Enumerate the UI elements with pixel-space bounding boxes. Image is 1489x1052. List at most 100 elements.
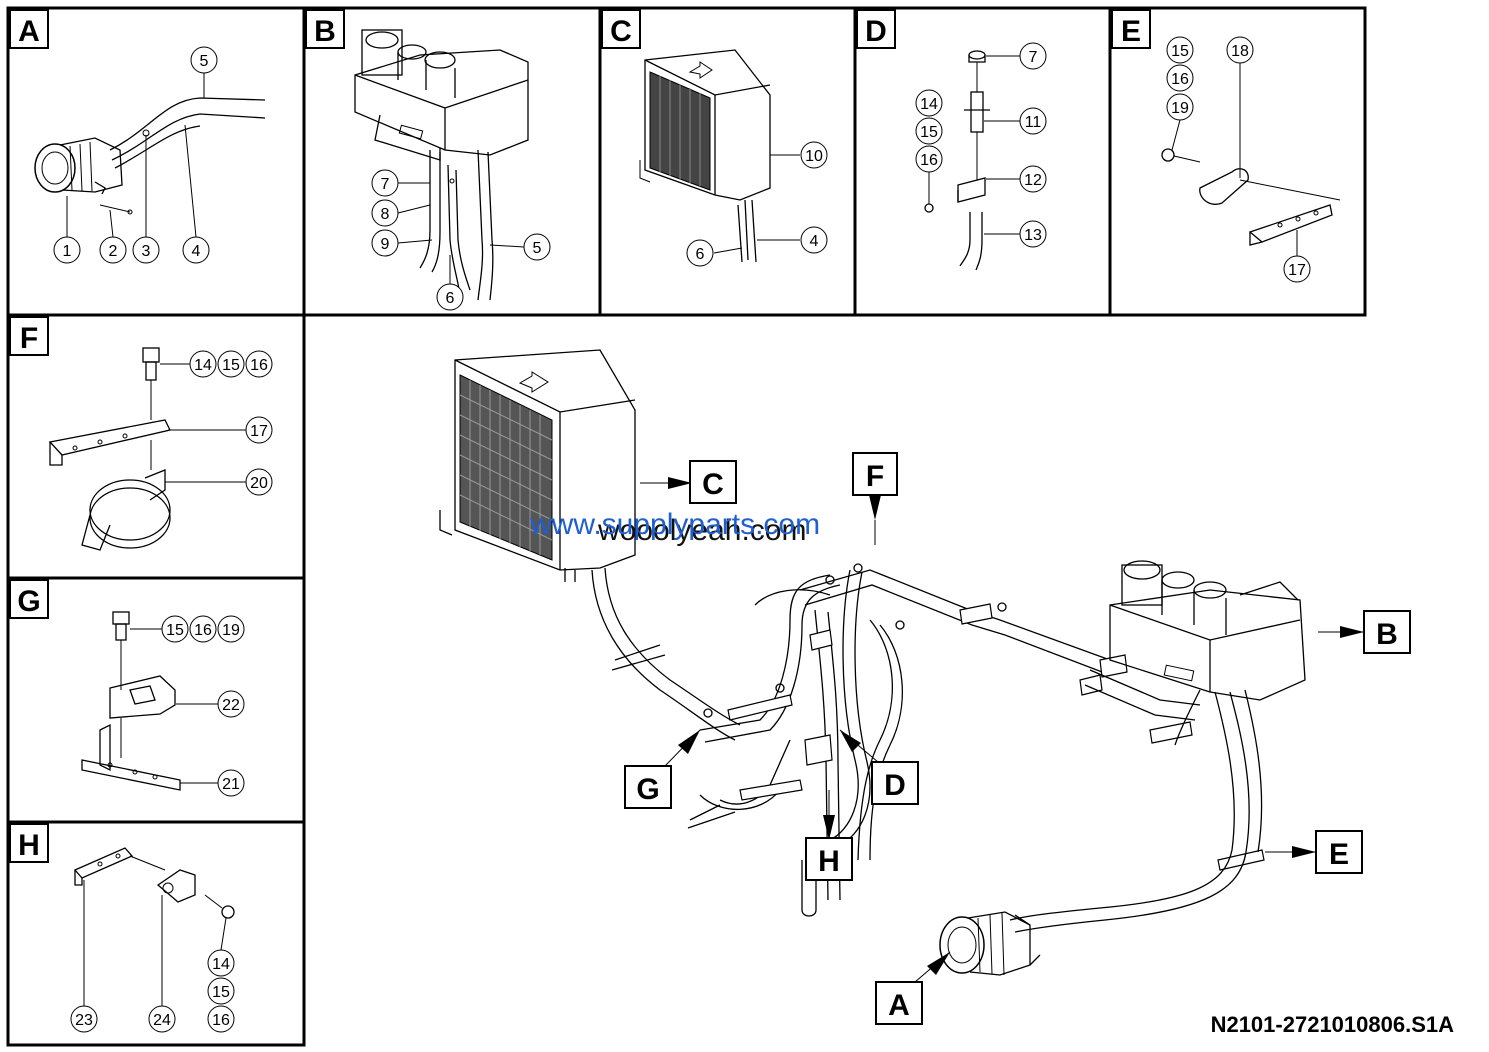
svg-text:A: A: [18, 15, 40, 48]
svg-text:17: 17: [1288, 262, 1306, 279]
callout-b-7: 7: [371, 169, 430, 197]
svg-text:13: 13: [1024, 227, 1042, 244]
main-label-g: G: [624, 729, 701, 809]
svg-text:8: 8: [381, 206, 390, 223]
svg-text:7: 7: [1029, 49, 1038, 66]
callout-b-8: 8: [371, 199, 431, 227]
panel-c-label: C: [601, 9, 641, 49]
svg-text:E: E: [1329, 838, 1349, 871]
main-assembly: [439, 349, 1306, 976]
callout-e-16: 16: [1166, 64, 1194, 92]
svg-text:14: 14: [212, 956, 230, 973]
callout-e-15: 15: [1166, 36, 1194, 64]
svg-text:C: C: [702, 468, 724, 501]
callout-d-14: 14: [915, 89, 943, 117]
svg-text:4: 4: [192, 243, 201, 260]
main-label-d: D: [839, 729, 919, 805]
svg-text:5: 5: [200, 53, 209, 70]
callout-e-17: 17: [1283, 230, 1311, 283]
svg-text:16: 16: [194, 622, 212, 639]
svg-text:D: D: [884, 769, 906, 802]
callout-f-14: 14: [160, 350, 217, 378]
panel-h-drawing: [73, 847, 235, 919]
svg-text:14: 14: [920, 96, 938, 113]
callout-a-1: 1: [53, 196, 81, 264]
callout-b-5: 5: [489, 233, 551, 261]
svg-text:15: 15: [166, 622, 184, 639]
svg-text:20: 20: [250, 475, 268, 492]
svg-text:16: 16: [212, 1012, 230, 1029]
callout-a-4: 4: [182, 124, 210, 264]
svg-text:16: 16: [1171, 71, 1189, 88]
svg-text:15: 15: [222, 357, 240, 374]
panel-callouts: 1 2 3 4 5 7 8 9 5 6 10 4 6 7 11 12 13 14…: [53, 36, 1311, 1033]
main-label-b: B: [1318, 610, 1411, 654]
callout-f-16: 16: [245, 350, 273, 378]
main-label-c: C: [640, 460, 737, 504]
panel-f-label: F: [9, 316, 49, 356]
callout-g-21: 21: [180, 769, 245, 797]
callout-e-19: 19: [1166, 93, 1194, 151]
callout-a-2: 2: [99, 209, 127, 264]
panel-frames: [6, 6, 1367, 1047]
callout-h-24: 24: [148, 895, 176, 1033]
main-label-h: H: [805, 790, 853, 881]
svg-text:B: B: [314, 15, 336, 48]
main-label-f: F: [852, 452, 898, 545]
callout-a-3: 3: [132, 135, 160, 264]
callout-b-9: 9: [371, 229, 433, 257]
svg-text:16: 16: [250, 357, 268, 374]
panel-f-drawing: [48, 347, 171, 551]
panel-e-drawing: [1161, 148, 1341, 246]
svg-text:A: A: [888, 989, 910, 1022]
callout-d-16: 16: [915, 145, 943, 204]
panel-c-drawing: [639, 49, 771, 263]
svg-text:22: 22: [222, 697, 240, 714]
svg-text:17: 17: [250, 423, 268, 440]
callout-g-19: 19: [217, 615, 245, 643]
panel-b-label: B: [305, 9, 345, 49]
callout-g-22: 22: [176, 690, 245, 718]
svg-text:18: 18: [1231, 43, 1249, 60]
callout-f-17: 17: [168, 416, 273, 444]
svg-text:6: 6: [696, 246, 705, 263]
svg-text:F: F: [866, 460, 884, 493]
svg-text:11: 11: [1025, 114, 1042, 131]
svg-text:24: 24: [153, 1012, 171, 1029]
callout-b-6: 6: [436, 255, 464, 311]
svg-text:15: 15: [212, 984, 230, 1001]
svg-text:6: 6: [446, 290, 455, 307]
panel-d-label: D: [856, 9, 896, 49]
svg-text:B: B: [1376, 618, 1398, 651]
callout-f-15: 15: [217, 350, 245, 378]
callout-d-12: 12: [986, 165, 1047, 193]
svg-text:14: 14: [194, 357, 212, 374]
callout-f-20: 20: [165, 468, 273, 496]
callout-e-18: 18: [1226, 36, 1254, 178]
svg-text:D: D: [865, 15, 887, 48]
svg-text:5: 5: [533, 240, 542, 257]
svg-text:21: 21: [222, 776, 240, 793]
svg-text:G: G: [636, 773, 659, 806]
callout-d-7: 7: [986, 42, 1047, 70]
svg-text:12: 12: [1024, 172, 1042, 189]
svg-text:15: 15: [1171, 43, 1189, 60]
callout-d-11: 11: [984, 107, 1047, 135]
svg-text:23: 23: [75, 1012, 93, 1029]
main-label-a: A: [875, 951, 951, 1025]
svg-text:15: 15: [920, 124, 938, 141]
callout-g-16: 16: [189, 615, 217, 643]
callout-c-6: 6: [686, 239, 743, 267]
callout-c-10: 10: [770, 141, 828, 169]
svg-text:19: 19: [1171, 100, 1189, 117]
svg-text:F: F: [20, 322, 38, 355]
svg-text:3: 3: [142, 243, 151, 260]
svg-text:G: G: [17, 585, 40, 618]
svg-text:16: 16: [920, 152, 938, 169]
callout-h-15: 15: [207, 977, 235, 1005]
svg-text:C: C: [610, 15, 632, 48]
callout-d-13: 13: [984, 220, 1047, 248]
callout-h-16: 16: [207, 1005, 235, 1033]
callout-h-23: 23: [70, 880, 98, 1033]
